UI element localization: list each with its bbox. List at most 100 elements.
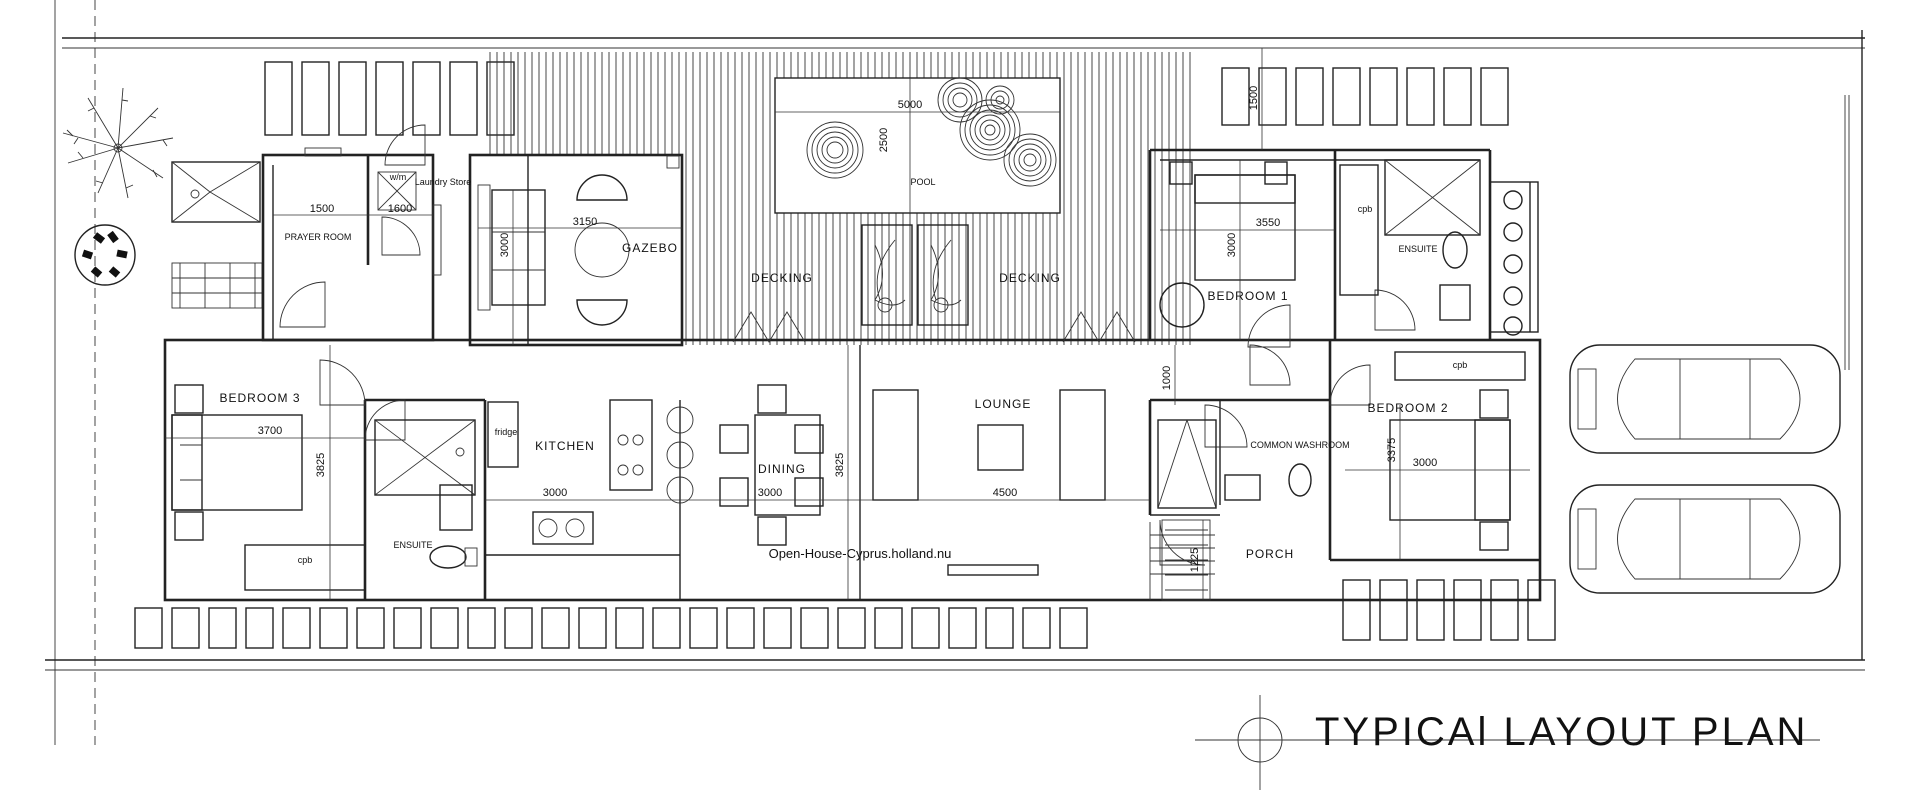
pool-ring xyxy=(1008,138,1052,182)
dim-lounge-width: 4500 xyxy=(993,487,1017,499)
bedroom2-label: BEDROOM 2 xyxy=(1367,401,1448,415)
pool-ring xyxy=(974,114,1006,146)
bedroom2-furniture xyxy=(1389,351,1526,551)
pool-ring xyxy=(964,104,1016,156)
decking-right-label: DECKING xyxy=(999,271,1061,285)
ensuite3-fixtures xyxy=(374,419,478,569)
deck-hatch xyxy=(489,52,1191,345)
dim-dining-width: 3000 xyxy=(758,487,782,499)
pool-ring xyxy=(959,99,1021,161)
room-labels: PRAYER ROOM Laundry Store w/m GAZEBO DEC… xyxy=(219,172,1467,565)
dim-gazebo-height: 3000 xyxy=(499,233,511,257)
cpb-label: cpb xyxy=(298,555,313,565)
paving-slab xyxy=(763,607,792,649)
bench xyxy=(171,262,263,309)
paving-slab xyxy=(338,61,367,136)
wm-label: w/m xyxy=(389,172,407,182)
dim-gazebo-width: 3150 xyxy=(573,216,597,228)
paving-slab xyxy=(985,607,1014,649)
dim-laundry-width: 1600 xyxy=(388,203,412,215)
paving-slab xyxy=(837,607,866,649)
fridge-label: fridge xyxy=(495,427,518,437)
dim-corridor: 1000 xyxy=(1161,366,1173,390)
paving-slab xyxy=(689,607,718,649)
paving-slab xyxy=(1453,579,1482,641)
pool-ring xyxy=(990,90,1010,110)
pool-ring xyxy=(1023,153,1037,167)
paving-slab xyxy=(1443,67,1472,126)
paving-slab xyxy=(1022,607,1051,649)
paving-slab xyxy=(245,607,274,649)
pool-ring xyxy=(1013,143,1047,177)
paving-slab xyxy=(652,607,681,649)
paving-slab xyxy=(615,607,644,649)
dim-kitchen-width: 3000 xyxy=(543,487,567,499)
pool-ring xyxy=(952,92,968,108)
paving-slab xyxy=(430,607,459,649)
plan-title: TYPICAl LAYOUT PLAN xyxy=(1315,710,1808,754)
paving-slab xyxy=(375,61,404,136)
dim-north-setback: 1500 xyxy=(1248,86,1260,110)
pool-ring xyxy=(1003,133,1057,187)
cpb-label: cpb xyxy=(1453,360,1468,370)
plant-icon xyxy=(1503,316,1523,336)
paving-slab xyxy=(800,607,829,649)
paving-slab xyxy=(1258,67,1287,126)
ensuite3-label: ENSUITE xyxy=(393,540,432,550)
pool-ring xyxy=(816,131,854,169)
paving-slab xyxy=(1379,579,1408,641)
dim-bedroom3-width: 3700 xyxy=(258,425,282,437)
paving-slab xyxy=(171,607,200,649)
dim-prayer-width: 1500 xyxy=(310,203,334,215)
kitchen-label: KITCHEN xyxy=(535,439,595,453)
pool-ring xyxy=(806,121,864,179)
ensuite1-label: ENSUITE xyxy=(1398,244,1437,254)
paving-slab xyxy=(1342,579,1371,641)
dim-bedroom2-height: 3375 xyxy=(1386,438,1398,462)
paving-slab xyxy=(1416,579,1445,641)
shrub-icon xyxy=(74,224,136,286)
dimension-labels: 1500 1600 3150 3000 5000 2500 1500 3550 … xyxy=(258,86,1437,572)
porch-steps xyxy=(1149,522,1215,600)
dining-table xyxy=(719,384,824,546)
bedroom1-furniture xyxy=(1159,159,1481,328)
pool-ring xyxy=(985,85,1015,115)
porch-label: PORCH xyxy=(1246,547,1294,561)
dimension-lines xyxy=(165,48,1530,600)
bedroom3-furniture xyxy=(171,384,366,591)
paving-slab xyxy=(874,607,903,649)
paving-slabs xyxy=(134,61,1556,649)
watermark: Open-House-Cyprus.holland.nu xyxy=(769,546,952,561)
pool-ring xyxy=(979,119,1001,141)
cpb-label: cpb xyxy=(1358,204,1373,214)
paving-slab xyxy=(1527,579,1556,641)
planter-box xyxy=(1503,190,1523,336)
dim-pool-height: 2500 xyxy=(878,128,890,152)
dim-bedroom2-width: 3000 xyxy=(1413,457,1437,469)
paving-slab xyxy=(208,607,237,649)
lounge-label: LOUNGE xyxy=(975,397,1032,411)
plot-boundary xyxy=(45,0,1865,745)
dim-porch-depth: 1225 xyxy=(1189,548,1201,572)
pool-ring xyxy=(811,126,859,174)
plant-icon xyxy=(1503,254,1523,274)
sun-loungers xyxy=(861,224,969,326)
pool xyxy=(774,77,1061,214)
paving-slab xyxy=(1490,579,1519,641)
palm-tree-icon xyxy=(62,87,174,199)
car-icon xyxy=(1569,344,1841,594)
paving-slab xyxy=(1480,67,1509,126)
pool-ring xyxy=(1018,148,1042,172)
paving-slab xyxy=(486,61,515,136)
laundry-store-label: Laundry Store xyxy=(415,177,472,187)
paving-slab xyxy=(1332,67,1361,126)
title-block: TYPICAl LAYOUT PLAN xyxy=(1195,695,1820,790)
paving-slab xyxy=(911,607,940,649)
prayer-room-label: PRAYER ROOM xyxy=(285,232,352,242)
paving-slab xyxy=(541,607,570,649)
plant-icon xyxy=(1503,286,1523,306)
building-walls xyxy=(163,147,1542,602)
paving-slab xyxy=(1059,607,1088,649)
pool-ring xyxy=(947,87,973,113)
